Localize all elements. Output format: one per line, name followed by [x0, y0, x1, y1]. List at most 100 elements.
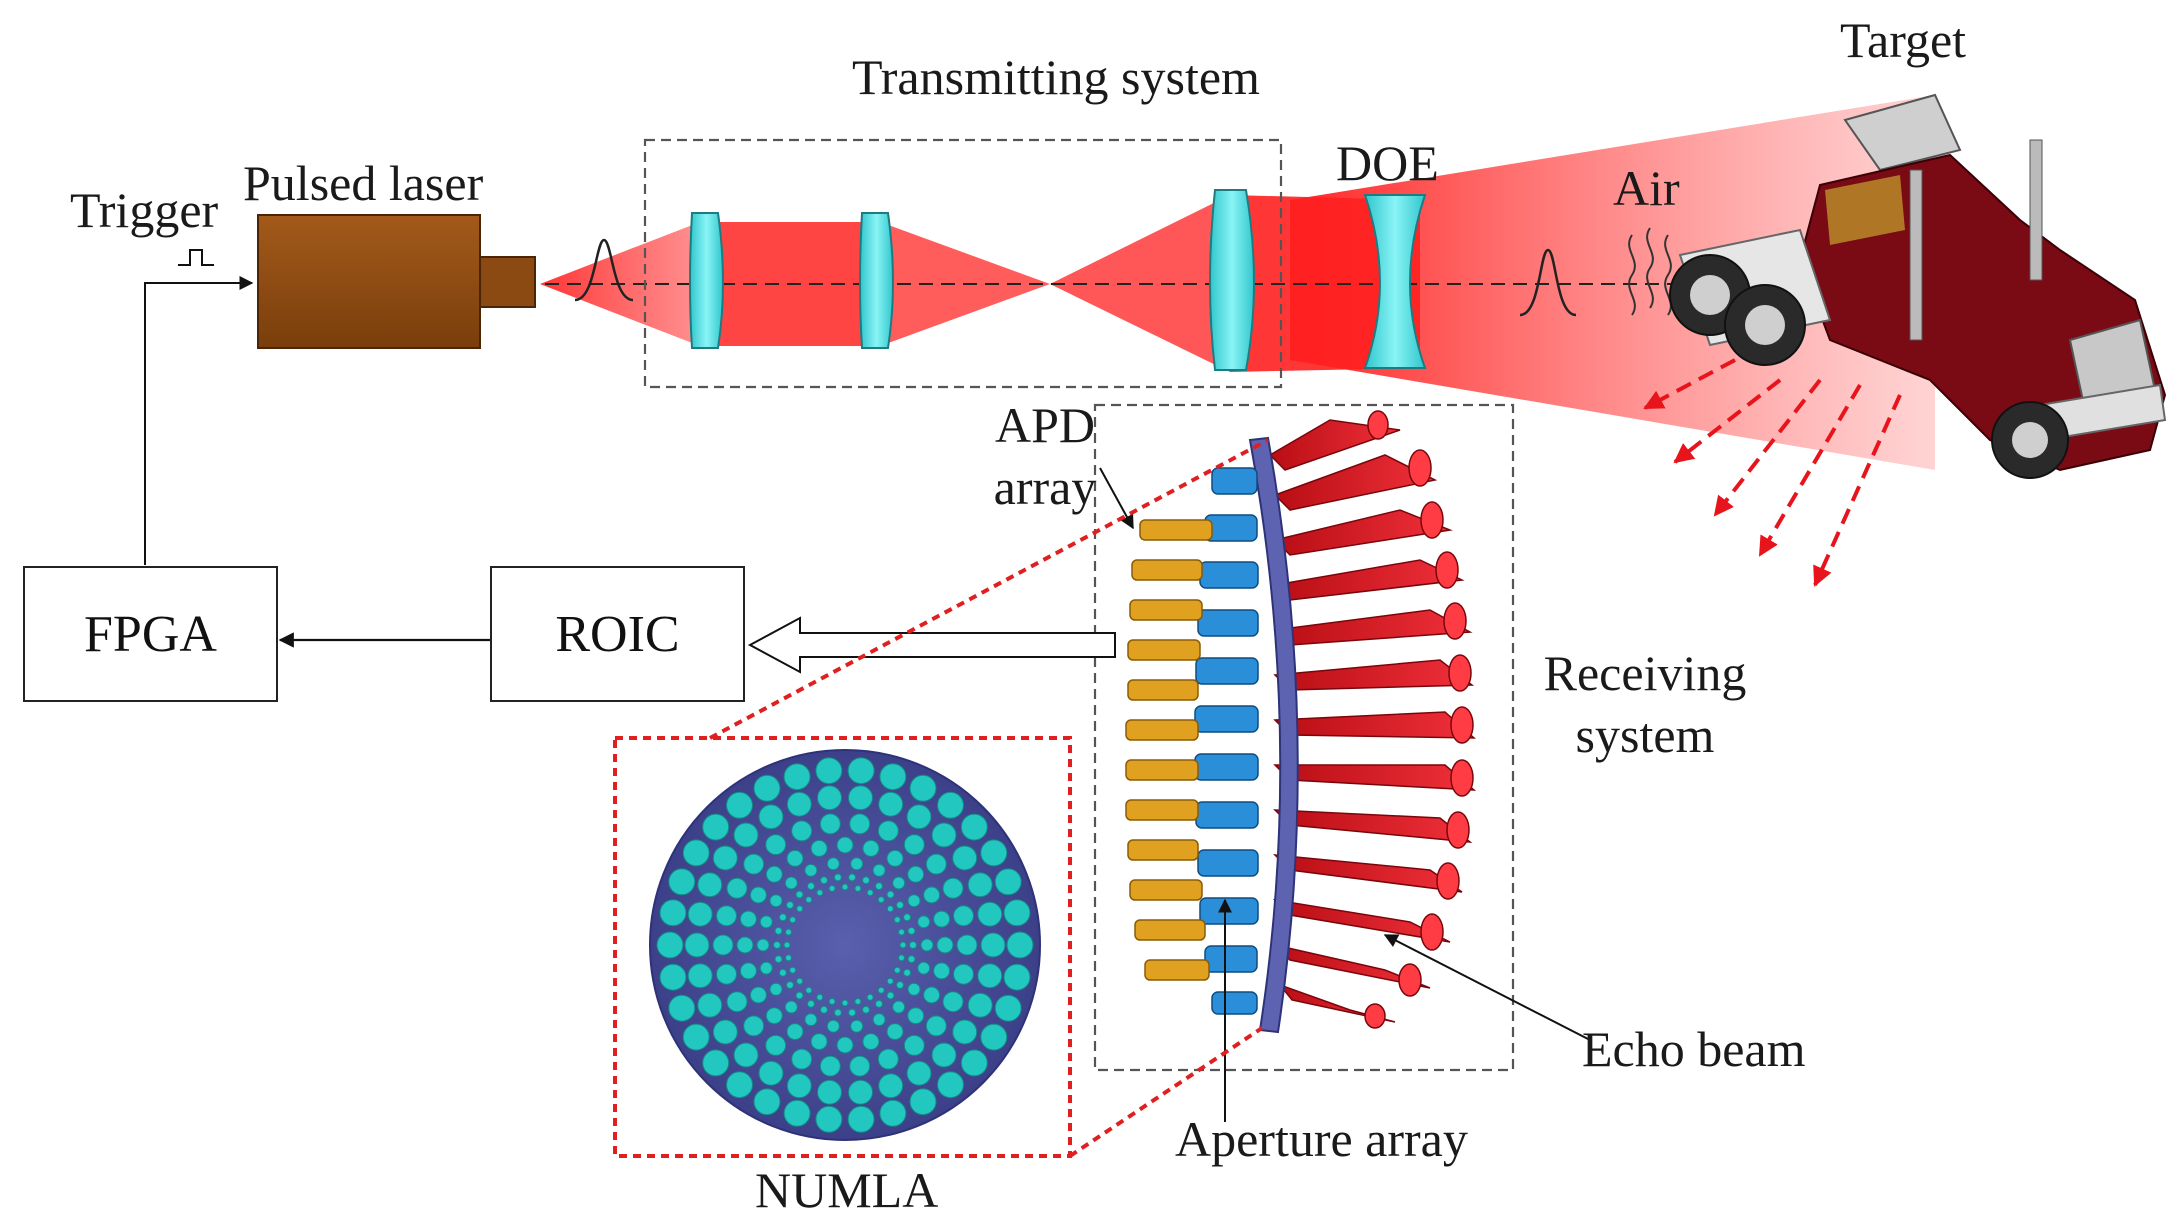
numla-microlens — [899, 941, 907, 949]
numla-microlens — [920, 938, 934, 952]
numla-microlens — [877, 896, 885, 904]
numla-microlens — [783, 763, 811, 791]
numla-microlens — [907, 955, 916, 964]
numla-microlens — [952, 845, 978, 871]
numla-microlens — [836, 1036, 854, 1054]
receiving-system-label-line1: Receiving — [1543, 645, 1747, 701]
numla-microlens — [909, 774, 937, 802]
numla-microlens — [687, 963, 713, 989]
numla-microlens — [817, 1079, 842, 1105]
apd-array-label-line2: array — [993, 459, 1097, 515]
numla-microlens — [886, 1023, 904, 1041]
numla-microlens — [804, 863, 818, 877]
numla-microlens — [898, 954, 905, 962]
numla-microlens — [726, 1071, 753, 1099]
transmitting-system-label: Transmitting system — [852, 49, 1260, 105]
numla-microlens — [977, 963, 1003, 989]
numla-microlens — [786, 1073, 812, 1099]
numla-microlens — [786, 1023, 804, 1041]
target-truck — [1669, 93, 2167, 479]
numla-microlens — [659, 899, 687, 927]
numla-microlens — [697, 992, 723, 1018]
numla-microlens — [937, 791, 964, 819]
numla-microlens — [716, 963, 737, 985]
numla-microlens — [697, 872, 723, 898]
numla-microlens — [826, 1019, 840, 1033]
numla-microlens — [784, 1000, 798, 1014]
numla-microlens — [807, 882, 815, 891]
numla-microlens — [875, 999, 883, 1008]
trigger-line — [144, 276, 254, 565]
numla-microlens — [886, 890, 895, 899]
numla-microlens — [878, 791, 904, 817]
numla-microlens — [785, 928, 792, 936]
echo-beam-label: Echo beam — [1582, 1021, 1806, 1077]
numla-microlens — [765, 1034, 787, 1056]
numla-microlens — [816, 889, 824, 897]
echo-beam-pointer — [1383, 934, 1591, 1041]
fpga-box: FPGA — [23, 566, 278, 702]
receiving-system-box — [1093, 403, 1515, 1072]
numla-microlens — [789, 966, 797, 974]
numla-microlens — [765, 865, 783, 883]
numla-microlens — [1003, 963, 1031, 991]
numla-microlens — [980, 1023, 1008, 1051]
numla-microlens — [909, 941, 917, 949]
numla-microlens — [786, 849, 804, 867]
numla-microlens — [931, 1042, 957, 1068]
numla-microlens — [872, 1013, 886, 1027]
transmitted-beam — [1290, 95, 1935, 470]
numla-microlens — [898, 928, 905, 936]
numla-callout-line-bottom — [1068, 1026, 1264, 1158]
receiving-system-label: Receiving system — [1520, 648, 1770, 760]
receiver-assembly — [1125, 410, 1477, 1034]
numla-microlens — [847, 757, 875, 785]
numla-microlens — [862, 1033, 880, 1051]
numla-microlens — [828, 998, 836, 1005]
numla-microlens — [774, 926, 783, 935]
numla-microlens — [756, 938, 770, 952]
numla-microlens — [903, 968, 912, 977]
numla-microlens — [892, 876, 906, 890]
doe-label: DOE — [1336, 135, 1439, 191]
numla-microlens — [786, 901, 794, 909]
numla-microlens — [828, 885, 836, 892]
numla-microlens — [796, 977, 804, 985]
numla-microlens — [847, 1105, 875, 1133]
numla-microlens — [896, 981, 904, 989]
numla-microlens — [903, 834, 925, 856]
numla-microlens — [817, 785, 842, 811]
numla-microlens — [917, 915, 931, 929]
numla-microlens — [656, 931, 684, 959]
numla-microlens — [878, 1073, 904, 1099]
numla-microlens — [758, 1060, 784, 1086]
numla-microlens — [850, 857, 864, 871]
numla-microlens — [726, 991, 748, 1013]
numla-microlens — [815, 757, 843, 785]
numla-microlens — [886, 991, 895, 1000]
numla-microlens — [702, 813, 730, 841]
numla-microlens — [967, 992, 993, 1018]
numla-microlens — [925, 1015, 947, 1037]
numla-microlens — [1006, 931, 1034, 959]
echo-beams — [1643, 358, 1902, 587]
numla-microlens — [866, 993, 874, 1001]
numla-microlens — [682, 1023, 710, 1051]
numla-microlens — [682, 839, 710, 867]
numla-microlens — [906, 804, 932, 830]
trigger-label: Trigger — [70, 182, 219, 238]
numla-microlens — [784, 876, 798, 890]
numla-microlens — [848, 873, 857, 882]
numla-microlens — [879, 1099, 907, 1127]
numla-microlens — [872, 863, 886, 877]
numla-microlens — [786, 791, 812, 817]
numla-microlens — [786, 981, 794, 989]
numla-microlens — [815, 1105, 843, 1133]
roic-label: ROIC — [555, 605, 680, 663]
numla-microlens — [953, 905, 974, 927]
numla-microlens — [925, 853, 947, 875]
numla-microlens — [795, 991, 804, 1000]
numla-microlens — [836, 836, 854, 854]
numla-microlens — [960, 813, 988, 841]
